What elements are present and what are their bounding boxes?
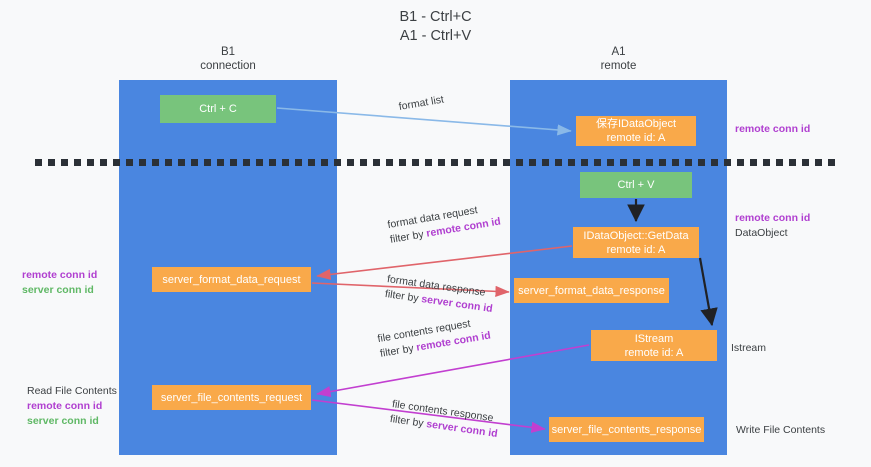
node-ctrl-c-line1: Ctrl + C [199,103,237,115]
node-save-idataobject-line1: 保存IDataObject [595,118,677,130]
edge-label-fc-response-filter-prefix: filter by [389,412,428,430]
lane-b1-subtitle: connection [200,60,256,72]
node-getdata-line1: IDataObject::GetData [583,229,689,242]
node-getdata-line2: remote id: A [606,243,666,256]
edge-label-fd-response-filter-prefix: filter by [384,287,423,305]
edge-label-file-contents-request: file contents request filter by remote c… [377,314,492,362]
lane-a1-subtitle: remote [600,60,637,72]
annotation-left-read-green: server conn id [27,415,99,427]
annotation-left-read-purple: remote conn id [27,400,103,412]
annotation-left-read-file-contents: Read File Contents remote conn id server… [27,384,117,429]
edge-label-format-data-request: format data request filter by remote con… [387,200,502,248]
node-ctrl-c[interactable]: Ctrl + C [160,95,276,123]
edge-label-format-list: format list [398,93,445,115]
annotation-right-dataobject-plain: DataObject [735,227,788,239]
node-save-idataobject[interactable]: 保存IDataObject remote id: A [576,116,696,146]
annotation-right-istream: Istream [731,341,766,356]
node-server-file-contents-response-label: server_file_contents_response [551,423,702,436]
lane-a1-name: A1 [611,46,626,58]
node-server-file-contents-response[interactable]: server_file_contents_response [549,417,704,442]
lane-header-a1: A1 remote [510,45,727,73]
node-istream[interactable]: IStream remote id: A [591,330,717,361]
node-save-idataobject-line2: remote id: A [606,132,666,144]
node-server-format-data-response-label: server_format_data_response [518,284,665,297]
page-title: B1 - Ctrl+C A1 - Ctrl+V [0,8,871,46]
title-line-1: B1 - Ctrl+C [399,9,472,25]
node-server-format-data-response[interactable]: server_format_data_response [514,278,669,303]
node-server-file-contents-request[interactable]: server_file_contents_request [152,385,311,410]
annotation-left-read-plain: Read File Contents [27,385,117,397]
annotation-left-conn-green: server conn id [22,284,94,296]
annotation-right-write-plain: Write File Contents [736,424,826,436]
edge-label-file-contents-response: file contents response filter by server … [389,397,501,442]
edge-label-format-data-response: format data response filter by server co… [384,272,496,317]
node-server-format-data-request[interactable]: server_format_data_request [152,267,311,292]
annotation-left-conn-purple: remote conn id [22,269,98,281]
edge-label-format-list-text: format list [397,93,445,113]
node-istream-line1: IStream [634,332,674,345]
annotation-right-dataobject-purple: remote conn id [735,212,811,224]
annotation-right-istream-plain: Istream [731,342,767,354]
annotation-right-top-purple: remote conn id [735,123,811,135]
annotation-right-dataobject: remote conn id DataObject [735,211,810,241]
title-line-2: A1 - Ctrl+V [399,28,472,44]
node-idataobject-getdata[interactable]: IDataObject::GetData remote id: A [573,227,699,258]
lane-header-b1: B1 connection [119,45,337,73]
annotation-left-conn-ids: remote conn id server conn id [22,268,97,298]
phase-divider [35,159,835,166]
node-server-format-data-request-label: server_format_data_request [162,273,301,286]
node-istream-line2: remote id: A [624,346,684,359]
annotation-right-write-file-contents: Write File Contents [736,423,825,438]
annotation-right-top: remote conn id [735,122,810,137]
node-server-file-contents-request-label: server_file_contents_request [160,391,303,404]
node-ctrl-v[interactable]: Ctrl + V [580,172,692,198]
node-ctrl-v-line1: Ctrl + V [617,179,655,191]
lane-b1-name: B1 [220,46,236,58]
